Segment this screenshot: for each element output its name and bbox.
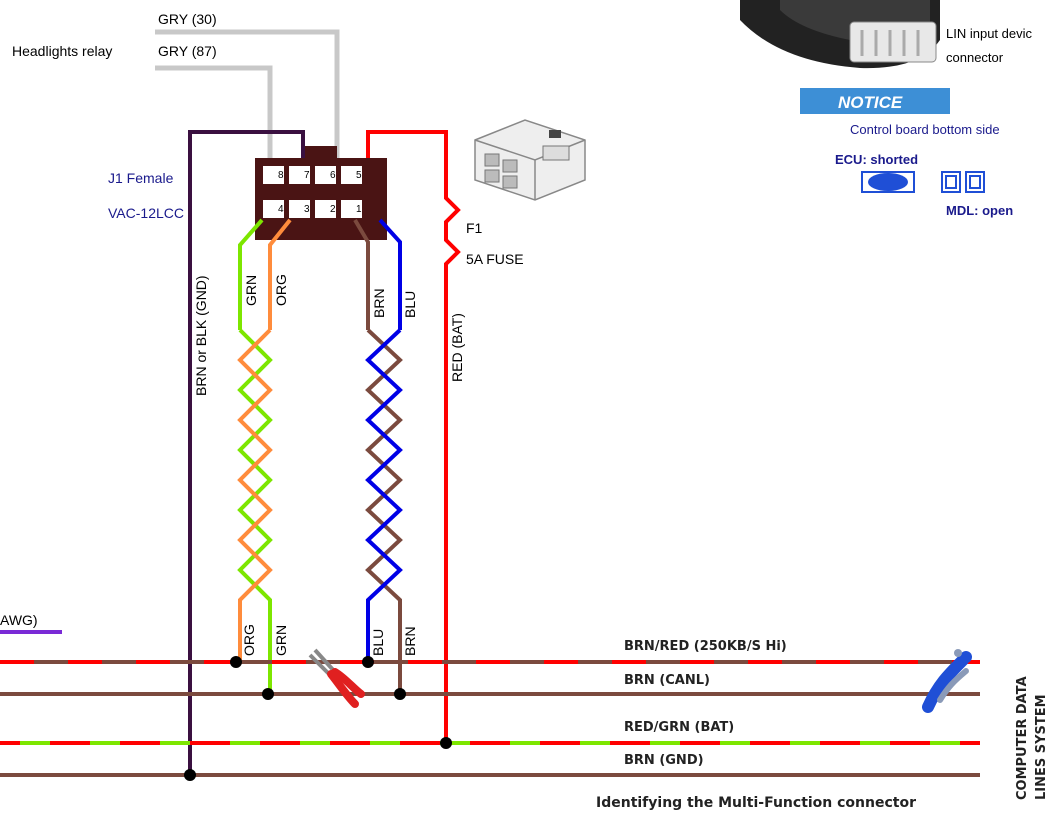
label-ground-wire: BRN or BLK (GND) (193, 275, 209, 396)
pin-2: 2 (330, 204, 336, 215)
pin-7: 7 (304, 170, 310, 181)
label-gry87: GRY (87) (158, 43, 217, 59)
twisted-pair-grn-org (237, 218, 292, 690)
bus-label-bat: RED/GRN (BAT) (624, 720, 734, 735)
notice-badge (800, 88, 950, 114)
bus-lines (0, 660, 980, 777)
bus-label-gnd: BRN (GND) (624, 753, 704, 768)
fuse-id: F1 (466, 220, 483, 236)
label-awg: AWG) (0, 612, 38, 628)
label-org-top: ORG (273, 274, 289, 306)
label-blu-top: BLU (402, 291, 418, 318)
label-battery-wire: RED (BAT) (449, 313, 465, 382)
bus-label-canh: BRN/RED (250KB/S Hi) (624, 639, 787, 654)
label-brn-bottom: BRN (402, 626, 418, 656)
connector-j1: 8 7 6 5 4 3 2 1 (255, 146, 387, 240)
pin-6: 6 (330, 170, 336, 181)
notice-title: Control board bottom side (850, 122, 1000, 137)
pin-5: 5 (356, 170, 362, 181)
label-brn-top: BRN (371, 288, 387, 318)
connector-icon (474, 119, 586, 201)
lin-label-1: LIN input devic (946, 26, 1032, 41)
notice-badge-text: NOTICE (838, 93, 903, 112)
pin-4: 4 (278, 204, 284, 215)
junction-dots (184, 656, 452, 781)
ecu-shorted-icon (861, 171, 915, 193)
lin-device-image (740, 0, 940, 69)
notice-mdl: MDL: open (946, 203, 1013, 218)
label-org-bottom: ORG (241, 624, 257, 656)
label-headlights-relay: Headlights relay (12, 43, 112, 59)
connector-part: VAC-12LCC (108, 205, 184, 221)
caption: Identifying the Multi-Function connector (596, 795, 916, 811)
pliers-icon (308, 648, 365, 708)
label-grn-top: GRN (243, 275, 259, 306)
ground-wire (188, 130, 305, 775)
twisted-pair-brn-blu (353, 218, 403, 690)
pin-8: 8 (278, 170, 284, 181)
label-grn-bottom: GRN (273, 625, 289, 656)
crimp-tool-icon (922, 649, 972, 713)
lin-label-2: connector (946, 50, 1004, 65)
side-label-line2: LINES SYSTEM (1034, 694, 1049, 800)
connector-name: J1 Female (108, 170, 174, 186)
battery-wire (366, 130, 461, 743)
side-label-line1: COMPUTER DATA (1015, 676, 1030, 800)
relay-wires (155, 29, 340, 158)
pin-3: 3 (304, 204, 310, 215)
notice-ecu: ECU: shorted (835, 152, 918, 167)
label-gry30: GRY (30) (158, 11, 217, 27)
label-blu-bottom: BLU (370, 629, 386, 656)
pin-1: 1 (356, 204, 362, 215)
mdl-open-icon (941, 171, 985, 193)
fuse-rating: 5A FUSE (466, 251, 524, 267)
bus-label-canl: BRN (CANL) (624, 673, 710, 688)
